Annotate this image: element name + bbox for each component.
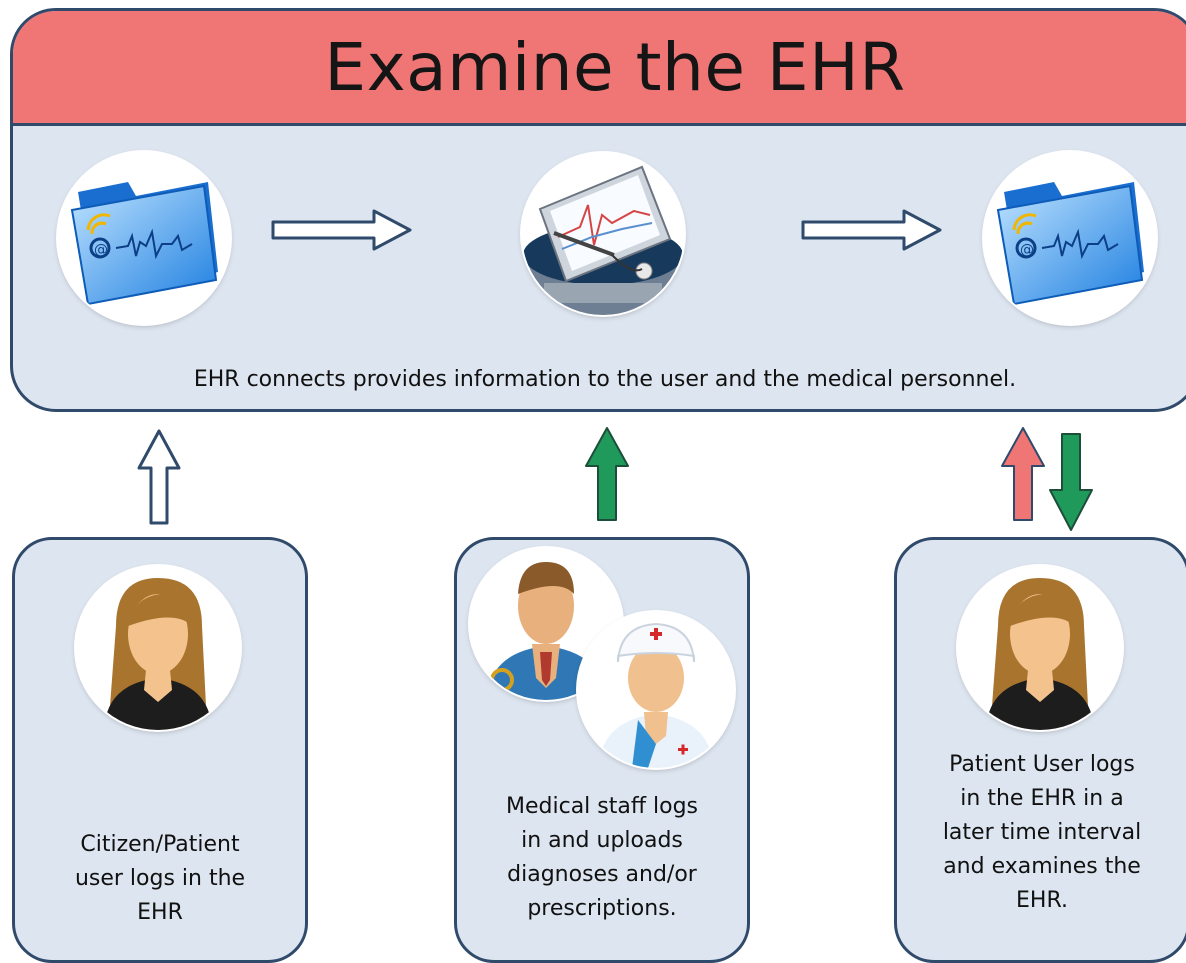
- ehr-folder-icon: @: [984, 152, 1156, 324]
- box-caption: Patient User logs in the EHR in a later …: [942, 752, 1142, 913]
- page-title: Examine the EHR: [324, 28, 906, 106]
- svg-text:@: @: [1020, 242, 1034, 258]
- box-caption: Medical staff logs in and uploads diagno…: [506, 794, 698, 921]
- up-arrow-outline: [136, 428, 182, 530]
- female-user-icon: [958, 566, 1122, 730]
- up-arrow-pink: [1000, 426, 1046, 526]
- flow-arrow-right: [800, 208, 944, 256]
- female-user-icon: [76, 566, 240, 730]
- svg-text:@: @: [94, 242, 108, 258]
- up-arrow-green: [584, 426, 630, 526]
- title-bar: Examine the EHR: [13, 11, 1186, 126]
- doctor-icon: [470, 548, 622, 700]
- citizen-patient-box: Citizen/Patient user logs in the EHR: [12, 537, 308, 963]
- panel-caption: EHR connects provides information to the…: [193, 367, 1017, 392]
- medical-tablet-icon: [522, 153, 684, 315]
- flow-arrow-right: [270, 208, 414, 256]
- down-arrow-green: [1048, 432, 1094, 536]
- nurse-icon: [578, 612, 734, 768]
- ehr-folder-icon: @: [58, 152, 230, 324]
- box-caption: Citizen/Patient user logs in the EHR: [74, 832, 246, 925]
